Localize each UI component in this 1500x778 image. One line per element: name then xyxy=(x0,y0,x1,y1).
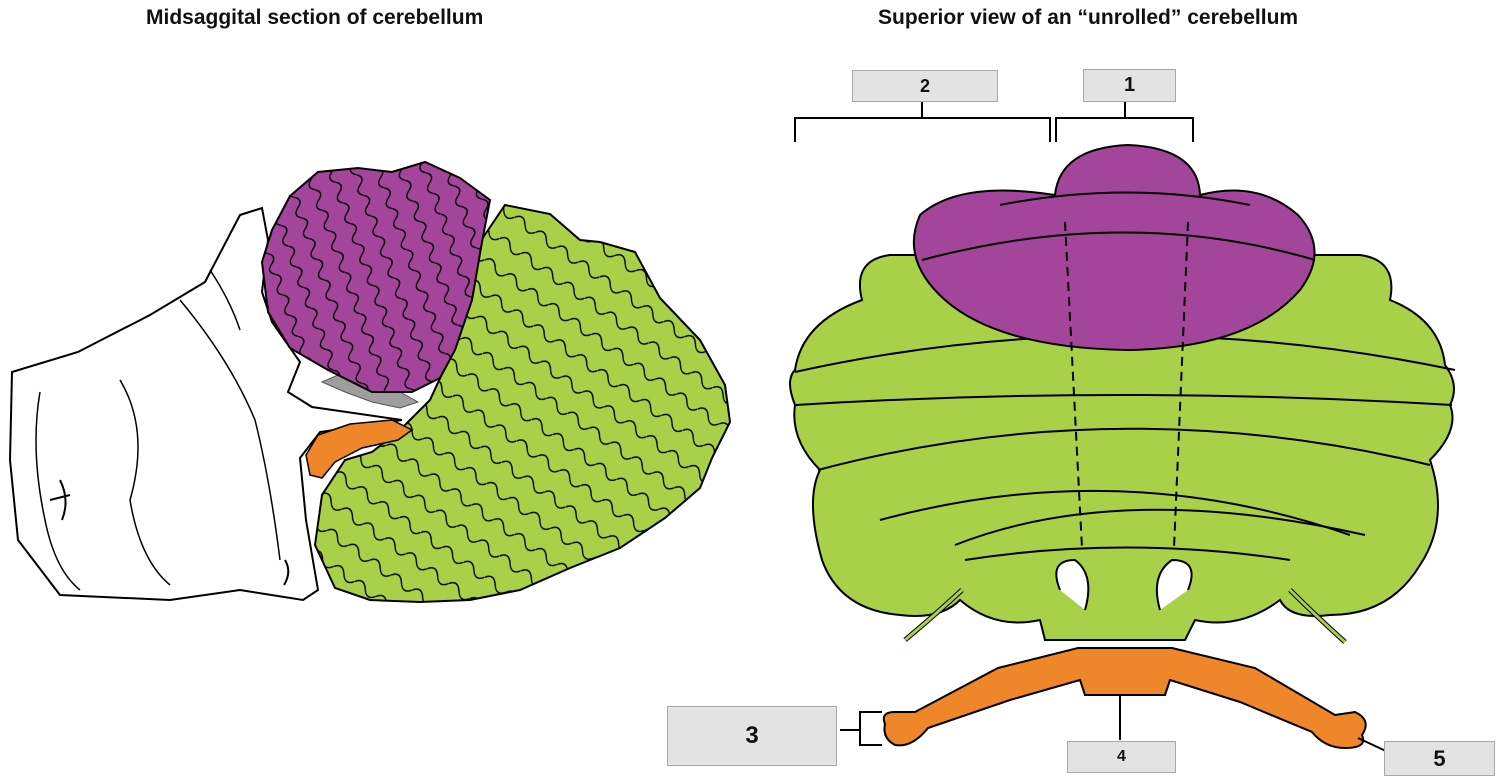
label-box-3[interactable]: 3 xyxy=(667,706,837,766)
anterior-lobe-unrolled xyxy=(912,143,1316,352)
leader-label-5 xyxy=(1357,737,1389,753)
label-box-2[interactable]: 2 xyxy=(852,70,998,102)
bracket-label-3 xyxy=(840,711,882,746)
flocculonodular-lobe-unrolled xyxy=(882,647,1367,750)
bracket-label-2 xyxy=(794,100,1051,142)
right-figure-title: Superior view of an “unrolled” cerebellu… xyxy=(878,6,1299,29)
left-figure-title: Midsaggital section of cerebellum xyxy=(146,6,484,29)
label-box-1[interactable]: 1 xyxy=(1083,69,1176,102)
label-box-5[interactable]: 5 xyxy=(1384,741,1495,776)
midsagittal-section xyxy=(8,160,732,604)
bracket-label-1 xyxy=(1055,100,1194,142)
unrolled-cerebellum xyxy=(789,100,1456,753)
label-box-4[interactable]: 4 xyxy=(1067,741,1176,773)
brainstem-outline xyxy=(8,206,403,602)
nodulus-section xyxy=(305,419,414,479)
